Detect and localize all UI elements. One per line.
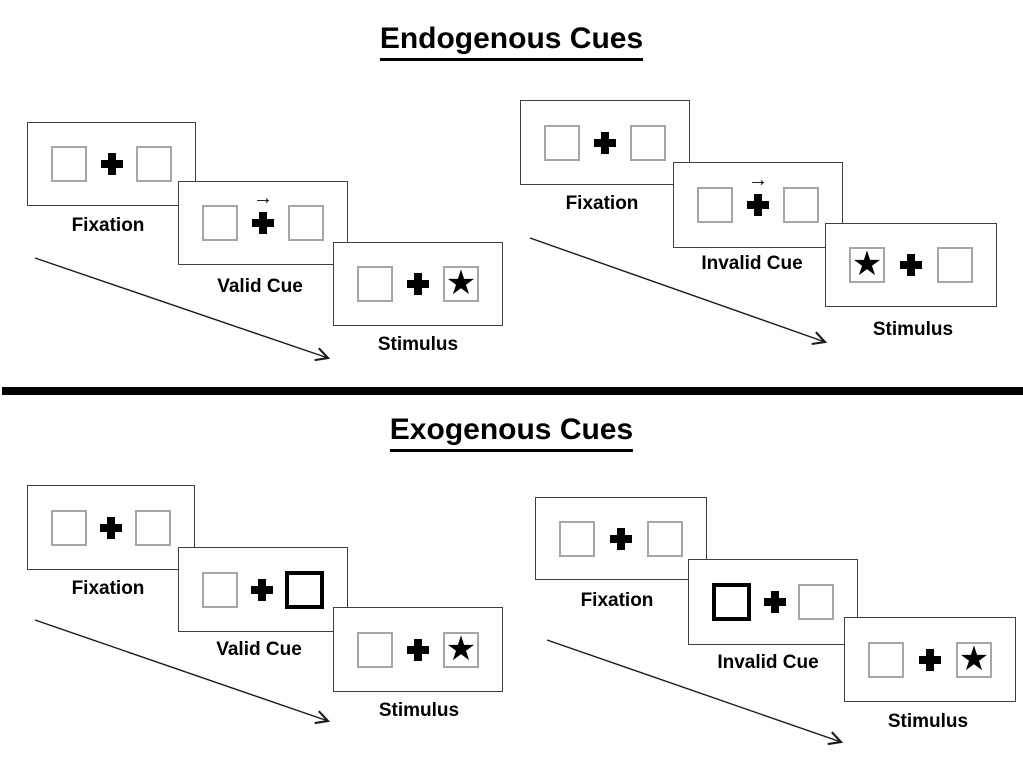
star-icon: ★ xyxy=(958,639,990,678)
sequence-arrow-icon xyxy=(529,237,825,342)
plus-icon xyxy=(250,578,273,601)
panel-label: Stimulus xyxy=(872,319,954,340)
plus-icon xyxy=(407,638,429,661)
cue-panel xyxy=(178,547,348,632)
stimulus-panel: ★ xyxy=(844,617,1016,702)
star-box: ★ xyxy=(849,247,885,283)
cue-arrow-icon: → xyxy=(253,187,273,209)
plus-icon xyxy=(747,194,769,216)
right-placeholder-box xyxy=(798,584,834,620)
right-placeholder-box xyxy=(647,520,683,557)
panel-label: Stimulus xyxy=(378,700,460,721)
plus-icon xyxy=(919,648,941,671)
fixation-panel xyxy=(535,497,707,580)
panel-label: Stimulus xyxy=(887,711,969,732)
panel-label: Fixation xyxy=(71,578,145,599)
plus-icon xyxy=(763,591,786,613)
section-title-text: Endogenous Cues xyxy=(379,22,644,61)
left-placeholder-box xyxy=(697,187,733,223)
sequence-arrow-icon xyxy=(34,619,328,721)
cue-box xyxy=(285,570,324,609)
cue-arrow-icon: → xyxy=(748,169,768,191)
left-placeholder-box xyxy=(51,146,87,182)
panel-label: Valid Cue xyxy=(217,276,303,297)
panel-label: Fixation xyxy=(580,590,654,611)
panel-label: Fixation xyxy=(565,193,639,214)
right-placeholder-box xyxy=(783,187,819,223)
plus-icon xyxy=(100,516,122,539)
left-placeholder-box xyxy=(357,631,393,668)
right-placeholder-box xyxy=(630,124,666,161)
panel-label: Invalid Cue xyxy=(717,652,819,673)
star-icon: ★ xyxy=(445,264,477,302)
left-placeholder-box xyxy=(544,124,580,161)
plus-icon xyxy=(594,131,616,154)
panel-label: Valid Cue xyxy=(216,639,302,660)
section-title-text: Exogenous Cues xyxy=(389,413,634,452)
section-title-exogenous: Exogenous Cues xyxy=(0,413,1023,452)
right-placeholder-box xyxy=(135,509,171,546)
plus-icon xyxy=(407,273,429,295)
star-box: ★ xyxy=(443,266,479,302)
stimulus-panel: ★ xyxy=(333,242,503,326)
right-placeholder-box xyxy=(937,247,973,283)
left-placeholder-box xyxy=(559,520,595,557)
right-placeholder-box xyxy=(288,205,324,241)
left-placeholder-box xyxy=(868,641,904,678)
sequence-arrow-icon xyxy=(34,257,328,358)
star-icon: ★ xyxy=(445,629,477,668)
left-placeholder-box xyxy=(51,509,87,546)
left-placeholder-box xyxy=(202,205,238,241)
plus-icon xyxy=(252,212,274,234)
star-box: ★ xyxy=(443,629,479,668)
star-icon: ★ xyxy=(851,245,883,283)
panel-label: Invalid Cue xyxy=(701,253,803,274)
fixation-panel xyxy=(520,100,690,185)
fixation-panel xyxy=(27,122,196,206)
fixation-panel xyxy=(27,485,195,570)
stimulus-panel: ★ xyxy=(825,223,997,307)
right-placeholder-box xyxy=(136,146,172,182)
plus-icon xyxy=(100,153,123,175)
cue-panel: → xyxy=(178,181,348,265)
section-title-endogenous: Endogenous Cues xyxy=(0,22,1023,61)
stimulus-panel: ★ xyxy=(333,607,503,692)
sequence-arrow-icon xyxy=(546,639,841,742)
cue-panel xyxy=(688,559,858,645)
section-divider xyxy=(2,387,1023,395)
star-box: ★ xyxy=(956,639,992,678)
plus-icon xyxy=(610,527,632,550)
cue-panel: → xyxy=(673,162,843,248)
left-placeholder-box xyxy=(202,571,238,608)
left-placeholder-box xyxy=(357,266,393,302)
panel-label: Stimulus xyxy=(377,334,459,355)
cue-box xyxy=(712,583,751,621)
plus-icon xyxy=(900,254,922,276)
panel-label: Fixation xyxy=(71,215,145,236)
